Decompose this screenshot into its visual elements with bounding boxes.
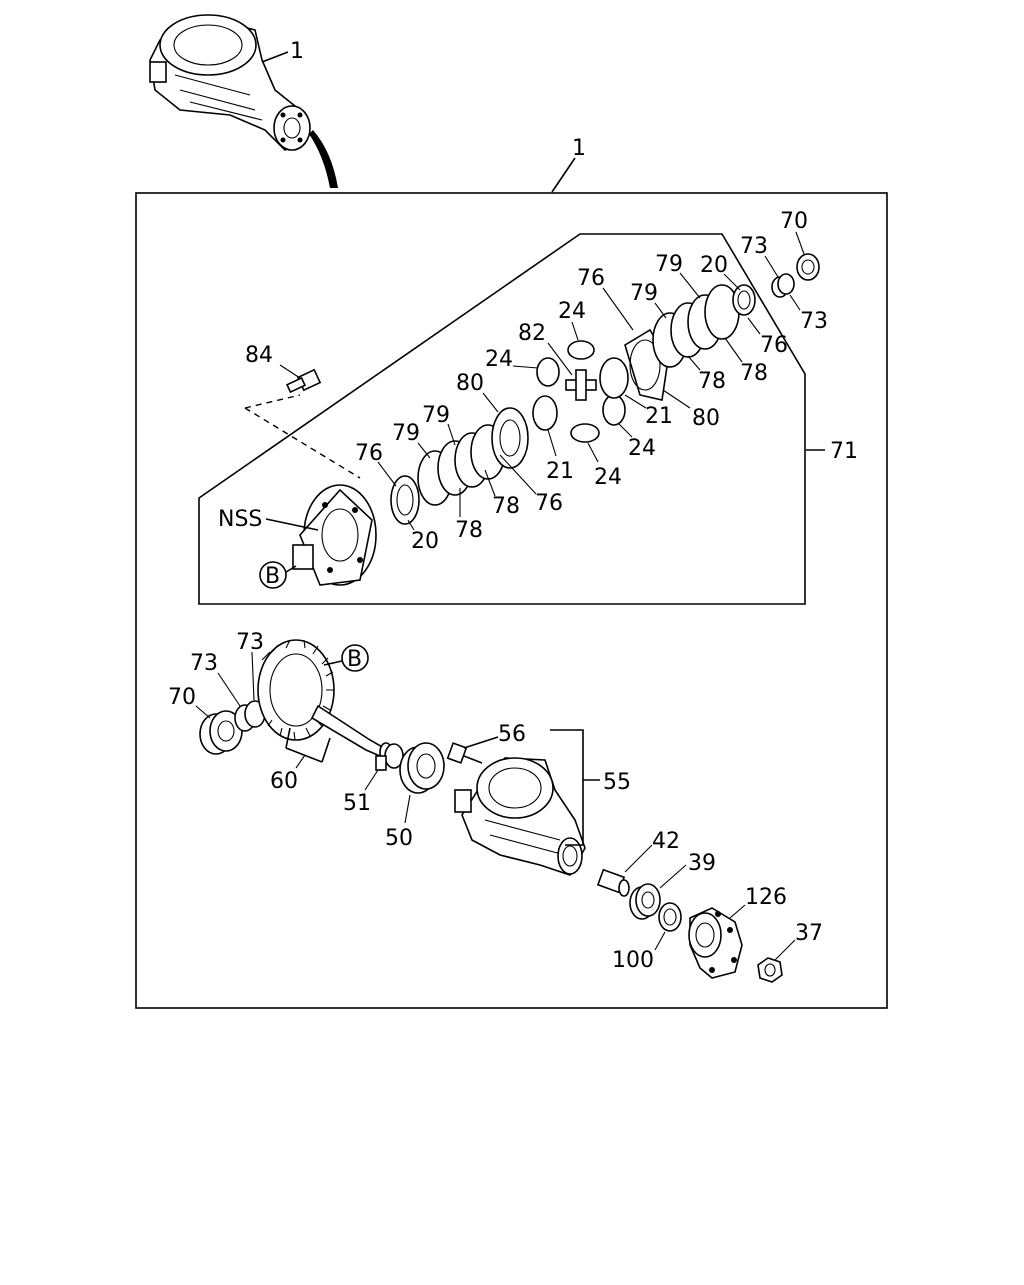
callout-56: 56 bbox=[498, 722, 526, 747]
callout-21-b: 21 bbox=[546, 459, 574, 484]
nut-37 bbox=[757, 957, 783, 983]
callout-80-b: 80 bbox=[692, 406, 720, 431]
callout-51: 51 bbox=[343, 791, 371, 816]
assembly-frame bbox=[135, 192, 888, 1009]
callout-71: 71 bbox=[830, 439, 858, 464]
callout-84: 84 bbox=[245, 343, 273, 368]
callout-60: 60 bbox=[270, 769, 298, 794]
collapsible-spacer-42 bbox=[596, 868, 630, 897]
bolt-84 bbox=[285, 368, 322, 394]
callout-82: 82 bbox=[518, 321, 546, 346]
callout-24-d: 24 bbox=[594, 465, 622, 490]
callout-78-b: 78 bbox=[740, 361, 768, 386]
differential-group-outline bbox=[198, 233, 806, 605]
bearing-50 bbox=[399, 742, 445, 794]
callout-79-a: 79 bbox=[655, 252, 683, 277]
callout-73-b: 73 bbox=[800, 309, 828, 334]
callout-100: 100 bbox=[612, 948, 654, 973]
callout-20-b: 20 bbox=[411, 529, 439, 554]
pointer-arrow bbox=[309, 130, 338, 188]
ref-b-2: B bbox=[347, 647, 362, 672]
clutch-pack-right bbox=[652, 253, 820, 368]
callout-76-b: 76 bbox=[760, 333, 788, 358]
callout-79-b: 79 bbox=[630, 281, 658, 306]
callout-79-c: 79 bbox=[392, 421, 420, 446]
bearing-70 bbox=[199, 710, 243, 755]
callout-76-d: 76 bbox=[535, 491, 563, 516]
bolt-56 bbox=[446, 742, 483, 764]
callout-80-a: 80 bbox=[456, 371, 484, 396]
callout-79-d: 79 bbox=[422, 403, 450, 428]
callout-1-top: 1 bbox=[290, 39, 304, 64]
ref-b-circle-1 bbox=[259, 561, 287, 589]
callout-126: 126 bbox=[745, 885, 787, 910]
callout-24-a: 24 bbox=[485, 347, 513, 372]
callout-55: 55 bbox=[603, 770, 631, 795]
callout-70-b: 70 bbox=[168, 685, 196, 710]
callout-78-c: 78 bbox=[492, 494, 520, 519]
callout-24-c: 24 bbox=[628, 436, 656, 461]
callout-21-a: 21 bbox=[645, 404, 673, 429]
clutch-pack-left bbox=[390, 407, 529, 525]
leader-1-box bbox=[551, 157, 576, 193]
callout-50: 50 bbox=[385, 826, 413, 851]
callout-78-a: 78 bbox=[698, 369, 726, 394]
callout-76-a: 76 bbox=[577, 266, 605, 291]
callout-24-b: 24 bbox=[558, 299, 586, 324]
leader-1-top bbox=[261, 51, 289, 63]
callout-73-a: 73 bbox=[740, 234, 768, 259]
callout-39: 39 bbox=[688, 851, 716, 876]
pinion-gear-set bbox=[532, 340, 629, 443]
spacer-51 bbox=[375, 743, 404, 771]
callout-1-box: 1 bbox=[572, 136, 586, 161]
ref-b-circle-2 bbox=[341, 644, 369, 672]
flange-126 bbox=[688, 907, 743, 979]
callout-42: 42 bbox=[652, 829, 680, 854]
assembly-thumbnail bbox=[149, 14, 311, 151]
callout-73-d: 73 bbox=[236, 630, 264, 655]
bearing-39 bbox=[629, 883, 661, 920]
alignment-line bbox=[244, 394, 361, 479]
leader-nss bbox=[265, 518, 319, 531]
drive-pinion bbox=[310, 704, 393, 762]
callout-37: 37 bbox=[795, 921, 823, 946]
oil-seal-100 bbox=[658, 902, 682, 932]
callout-73-c: 73 bbox=[190, 651, 218, 676]
callout-70-a: 70 bbox=[780, 209, 808, 234]
ref-b-1: B bbox=[265, 564, 280, 589]
label-nss: NSS bbox=[218, 507, 262, 532]
diff-case-left bbox=[292, 484, 377, 586]
callout-20-a: 20 bbox=[700, 253, 728, 278]
carrier-housing-55 bbox=[454, 757, 586, 876]
callout-78-d: 78 bbox=[455, 518, 483, 543]
